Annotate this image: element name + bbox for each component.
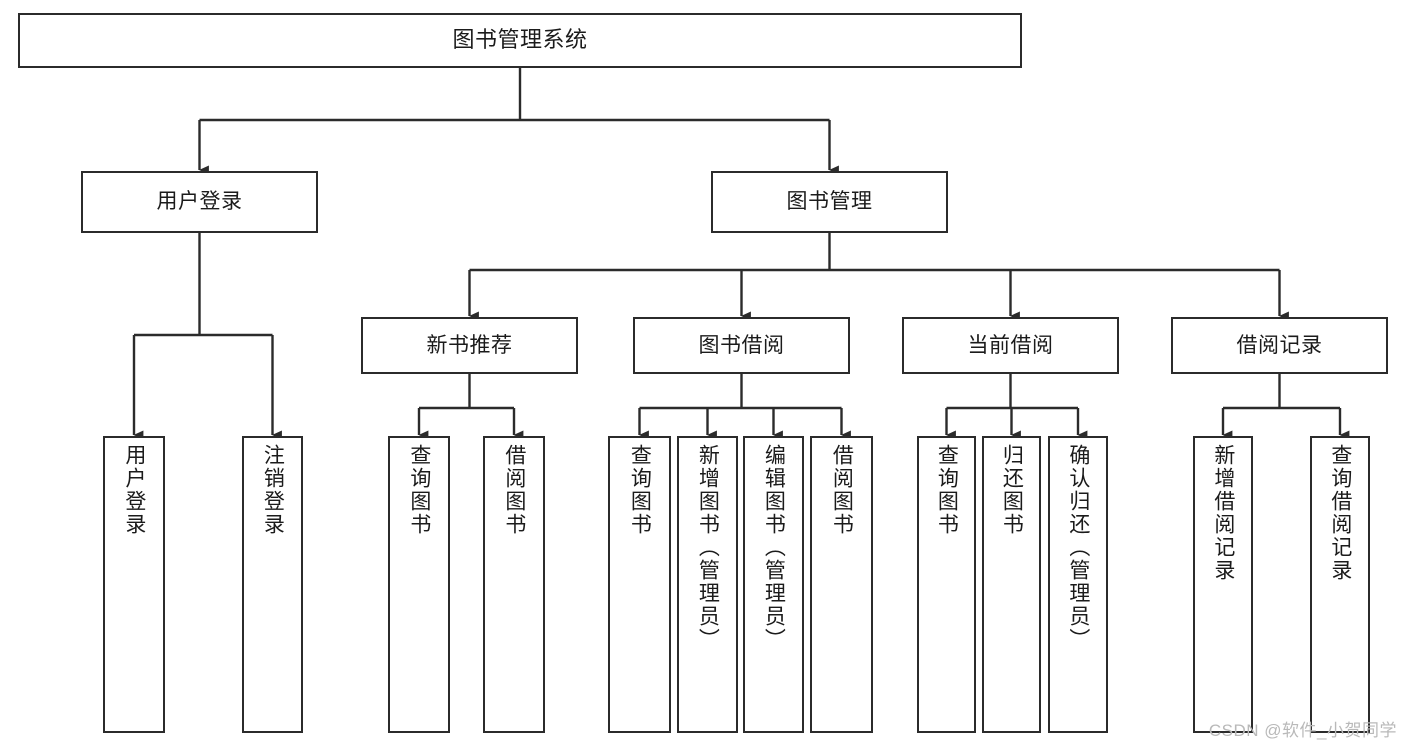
node-label: 确认归还（管理员）	[1066, 444, 1090, 651]
node-label: 查询图书	[628, 444, 652, 536]
node-borrow-record[interactable]: 借阅记录	[1171, 317, 1388, 374]
node-label: 查询图书	[407, 444, 431, 536]
node-label: 借阅记录	[1236, 333, 1323, 357]
node-user-login[interactable]: 用户登录	[81, 171, 318, 233]
node-label: 借阅图书	[502, 444, 526, 536]
node-current-borrow[interactable]: 当前借阅	[902, 317, 1119, 374]
node-label: 用户登录	[122, 444, 146, 536]
node-root[interactable]: 图书管理系统	[18, 13, 1022, 68]
node-label: 查询图书	[935, 444, 959, 536]
node-label: 归还图书	[1000, 444, 1024, 536]
node-leaf-confirm-return[interactable]: 确认归还（管理员）	[1048, 436, 1108, 733]
node-leaf-logout[interactable]: 注销登录	[242, 436, 303, 733]
node-label: 新书推荐	[426, 333, 513, 357]
node-leaf-user-login[interactable]: 用户登录	[103, 436, 165, 733]
watermark-label: CSDN @软件_小贺同学	[1208, 721, 1397, 740]
node-leaf-query-record[interactable]: 查询借阅记录	[1310, 436, 1370, 733]
node-leaf-borrow-book-2[interactable]: 借阅图书	[810, 436, 873, 733]
tree-connectors	[132, 68, 1350, 440]
node-label: 新增图书（管理员）	[696, 444, 720, 651]
node-leaf-query-book-1[interactable]: 查询图书	[388, 436, 450, 733]
node-leaf-query-book-2[interactable]: 查询图书	[608, 436, 671, 733]
node-leaf-return-book[interactable]: 归还图书	[982, 436, 1041, 733]
node-book-manage[interactable]: 图书管理	[711, 171, 948, 233]
node-label: 借阅图书	[830, 444, 854, 536]
node-leaf-query-book-3[interactable]: 查询图书	[917, 436, 976, 733]
node-label: 编辑图书（管理员）	[762, 444, 786, 651]
node-new-book-rec[interactable]: 新书推荐	[361, 317, 578, 374]
node-label: 新增借阅记录	[1211, 444, 1235, 582]
node-label: 查询借阅记录	[1328, 444, 1352, 582]
node-label: 注销登录	[261, 444, 285, 536]
node-leaf-edit-book[interactable]: 编辑图书（管理员）	[743, 436, 804, 733]
node-book-borrow[interactable]: 图书借阅	[633, 317, 850, 374]
node-label: 图书管理	[786, 190, 873, 214]
node-leaf-borrow-book-1[interactable]: 借阅图书	[483, 436, 545, 733]
node-leaf-add-book[interactable]: 新增图书（管理员）	[677, 436, 738, 733]
node-label: 图书借阅	[698, 333, 785, 357]
node-leaf-add-record[interactable]: 新增借阅记录	[1193, 436, 1253, 733]
node-label: 用户登录	[156, 190, 243, 214]
node-label: 当前借阅	[967, 333, 1054, 357]
node-label: 图书管理系统	[452, 27, 588, 53]
